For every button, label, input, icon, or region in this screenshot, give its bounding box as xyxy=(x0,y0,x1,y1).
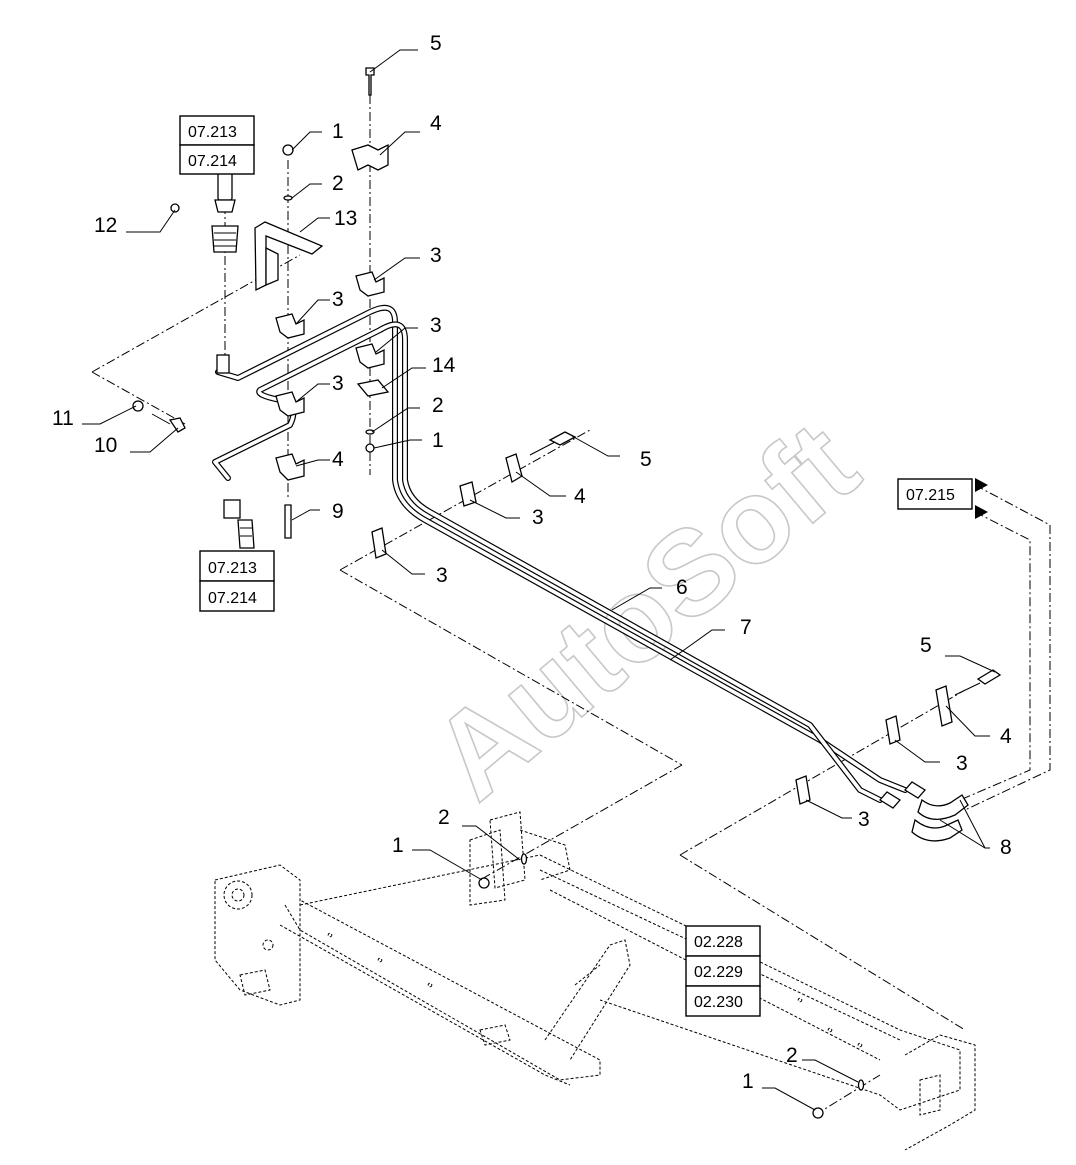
ref-top-1: 07.213 xyxy=(188,124,237,141)
callout-3-f: 3 xyxy=(436,564,448,587)
reference-box-top: 07.213 07.214 xyxy=(179,115,255,175)
reference-box-left: 07.213 07.214 xyxy=(199,550,275,612)
callout-4-mid: 4 xyxy=(332,448,344,471)
callout-1-top: 1 xyxy=(332,120,344,143)
reference-box-right: 07.215 xyxy=(897,478,988,519)
callout-9: 9 xyxy=(332,500,344,523)
callout-3-b: 3 xyxy=(332,288,344,311)
callout-5-mid: 5 xyxy=(640,448,652,471)
reference-box-frame: 02.228 02.229 02.230 xyxy=(685,925,761,1017)
chassis-frame xyxy=(214,811,976,1151)
callout-2-mid: 2 xyxy=(432,394,444,417)
clips xyxy=(275,143,953,805)
callout-8: 8 xyxy=(1000,836,1012,859)
callout-11: 11 xyxy=(52,407,74,430)
callout-3-d: 3 xyxy=(332,372,344,395)
leader-lines xyxy=(82,49,996,1111)
callout-4-clip: 4 xyxy=(574,485,586,508)
callout-1-bottom: 1 xyxy=(742,1070,754,1093)
callout-4-top: 4 xyxy=(430,112,442,135)
elbow-fittings-8 xyxy=(879,781,969,842)
callout-4-right: 4 xyxy=(1000,725,1012,748)
pipe-6 xyxy=(215,304,908,793)
callout-1-frame: 1 xyxy=(392,834,404,857)
bracket-13 xyxy=(254,221,324,292)
callout-3-a: 3 xyxy=(430,244,442,267)
callout-7: 7 xyxy=(740,616,752,639)
callout-3-g: 3 xyxy=(956,752,968,775)
callout-2-top: 2 xyxy=(332,172,344,195)
callout-12: 12 xyxy=(94,214,117,237)
ref-frame-1: 02.228 xyxy=(694,934,743,951)
top-fitting xyxy=(211,171,239,374)
ref-left-2: 07.214 xyxy=(208,590,257,607)
callouts: 5 1 4 2 13 12 3 3 3 14 3 2 11 10 4 1 5 4… xyxy=(52,32,1012,1093)
callout-13: 13 xyxy=(334,207,357,230)
callout-14: 14 xyxy=(432,354,456,377)
callout-1-mid: 1 xyxy=(432,429,444,452)
callout-5-top: 5 xyxy=(430,32,442,55)
bottom-fitting xyxy=(223,499,255,549)
bolts xyxy=(132,67,1002,1119)
ref-left-1: 07.213 xyxy=(208,560,257,577)
callout-3-e: 3 xyxy=(532,506,544,529)
callout-3-c: 3 xyxy=(430,314,442,337)
ref-top-2: 07.214 xyxy=(188,153,237,170)
callout-3-h: 3 xyxy=(858,808,870,831)
callout-10: 10 xyxy=(94,434,117,457)
ref-frame-2: 02.229 xyxy=(694,964,743,981)
ref-right-1: 07.215 xyxy=(906,487,955,504)
ref-frame-3: 02.230 xyxy=(694,994,743,1011)
callout-6: 6 xyxy=(676,576,688,599)
callout-2-frame: 2 xyxy=(438,806,450,829)
callout-5-right: 5 xyxy=(920,634,932,657)
callout-2-bottom: 2 xyxy=(786,1044,798,1067)
